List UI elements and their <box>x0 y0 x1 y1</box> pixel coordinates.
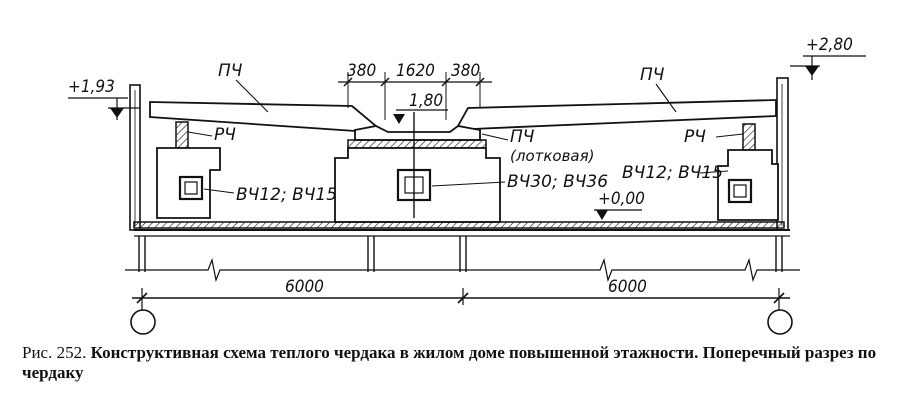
block-left-label: ВЧ12; ВЧ15 <box>236 185 337 205</box>
tray-slab <box>347 125 487 149</box>
level-zero-label: +0,00 <box>598 189 645 209</box>
break-line <box>125 257 800 283</box>
level-right-label: +2,80 <box>806 35 853 55</box>
slab-right-label: ПЧ <box>640 65 665 85</box>
dim-top-center: 1620 <box>396 61 435 81</box>
girder-left <box>175 121 189 149</box>
level-marker-right <box>790 55 866 80</box>
caption-prefix: Рис. 252. <box>22 343 87 362</box>
floor-slab <box>133 221 790 237</box>
duct-block-left <box>156 147 221 219</box>
level-marker-center <box>393 109 448 124</box>
level-marker-zero <box>594 209 642 220</box>
left-wall <box>129 84 141 231</box>
tray-slab-label: ПЧ <box>510 127 535 147</box>
block-center-label: ВЧ30; ВЧ36 <box>507 172 608 192</box>
tray-slab-note: (лотковая) <box>510 147 595 165</box>
span-right-dim: 6000 <box>608 277 647 297</box>
dim-top-left: 380 <box>347 61 376 81</box>
slab-left-label: ПЧ <box>218 61 243 81</box>
axis-markers <box>130 309 793 335</box>
span-dimension <box>132 288 790 310</box>
figure-caption: Рис. 252. Конструктивная схема теплого ч… <box>22 343 907 383</box>
columns <box>138 236 783 272</box>
girder-right-label: РЧ <box>684 127 706 147</box>
level-marker-left <box>68 97 140 120</box>
top-dimension-chain <box>338 72 492 120</box>
girder-left-label: РЧ <box>214 125 236 145</box>
caption-text: Конструктивная схема теплого чердака в ж… <box>22 343 877 382</box>
roof-slab-right <box>456 99 777 130</box>
dim-top-right: 380 <box>451 61 480 81</box>
girder-right <box>742 123 756 151</box>
level-center-label: 1,80 <box>409 91 443 111</box>
attic-section-drawing: 6000 6000 380 1620 380 +1,93 +2,80 1, <box>68 35 866 335</box>
block-right-label: ВЧ12; ВЧ15 <box>622 163 723 183</box>
duct-block-right <box>717 149 779 221</box>
level-left-label: +1,93 <box>68 77 115 97</box>
span-left-dim: 6000 <box>285 277 324 297</box>
